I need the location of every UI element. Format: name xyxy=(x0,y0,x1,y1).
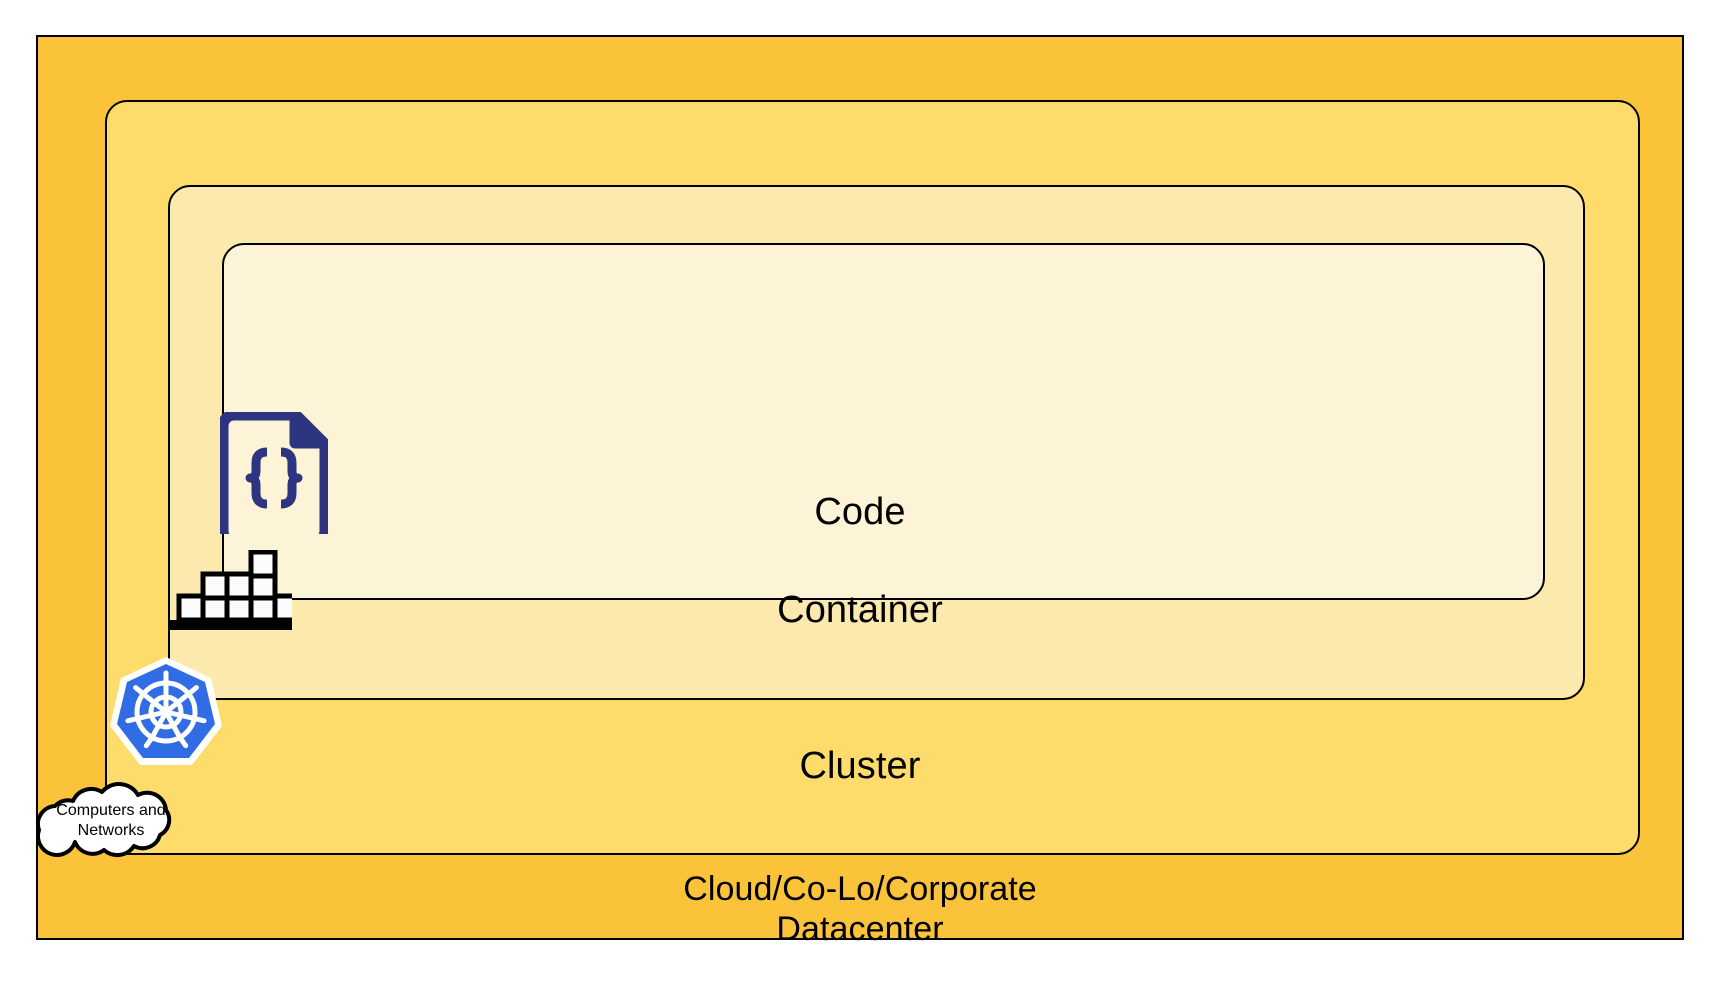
layer-label-cluster: Cluster xyxy=(799,745,921,787)
layer-label-code: Code xyxy=(814,491,906,533)
json-code-file-icon xyxy=(220,412,328,534)
cloud-label-line2: Networks xyxy=(78,822,145,839)
layer-label-datacenter: Cloud/Co-Lo/Corporate Datacenter xyxy=(683,870,1037,949)
kubernetes-helm-icon xyxy=(110,655,222,767)
layer-label-container: Container xyxy=(777,589,943,631)
cloud-label-line1: Computers and xyxy=(56,802,165,819)
layer-code[interactable] xyxy=(222,243,1545,600)
container-blocks-icon xyxy=(170,550,292,630)
cloud-icon[interactable]: Computers and Networks xyxy=(33,777,193,865)
